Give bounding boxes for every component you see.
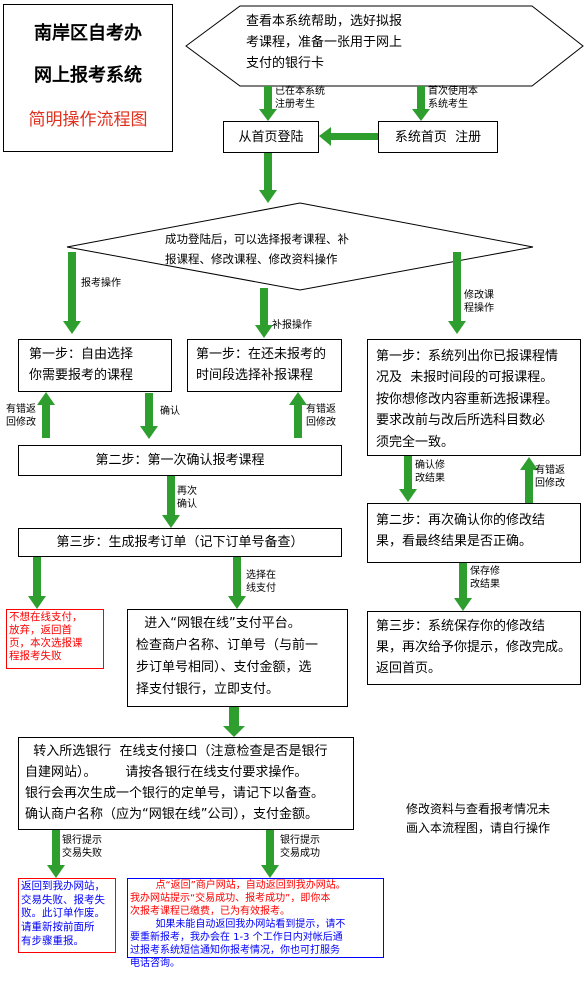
- step1-left-box: 第一步：自由选择 你需要报考的课程: [18, 339, 172, 392]
- login-box: 从首页登陆: [223, 121, 319, 153]
- no-pay-text: 不想在线支付， 放弃，返回首 页，本次选报课 程报考失败: [9, 611, 83, 663]
- step1-mid-text: 第一步：在还未报考的 时间段选择补报课程: [196, 347, 327, 383]
- bank-interface-text: 转入所选银行 在线支付接口（注意检查是否是银行 自建网站）。 请按各银行在线支付…: [25, 744, 328, 823]
- register-text: 系统首页 注册: [394, 130, 482, 145]
- arrow-head-bank-ok: [261, 865, 279, 878]
- step3-right-text: 第三步：系统保存你的修改结 果，再次给予你提示，修改完成。 返回首页。: [376, 619, 572, 676]
- step3-left-box: 第三步：生成报考订单（记下订单号备查）: [18, 528, 342, 557]
- pay-platform-box: 进入“网银在线”支付平台。 检查商户名称、订单号（与前一 步订单号相同）、支付金…: [127, 609, 348, 707]
- label-confirm-mod: 确认修 改结果: [415, 460, 445, 484]
- arrow-head-buibao: [255, 325, 273, 338]
- arrow-err-left: [42, 404, 50, 438]
- arrow-to-bank: [229, 707, 239, 727]
- login-text: 从首页登陆: [238, 130, 304, 145]
- arrow-head-save-mod: [454, 598, 472, 611]
- arrow-confirm: [145, 393, 153, 427]
- mid-diamond-text: 成功登陆后，可以选择报考课程、补 报课程、修改课程、修改资料操作: [165, 232, 349, 266]
- step2-right-box: 第二步：再次确认你的修改结 果，看最终结果是否正确。: [367, 503, 581, 563]
- arrow-head-xiugai: [448, 321, 466, 334]
- pay-platform-text: 进入“网银在线”支付平台。 检查商户名称、订单号（与前一 步订单号相同）、支付金…: [136, 616, 319, 698]
- arrow-confirm-mod: [404, 456, 412, 490]
- arrow-online-pay: [233, 557, 241, 597]
- arrow-head-err-right: [520, 457, 538, 470]
- step2-left-box: 第二步：第一次确认报考课程: [18, 445, 342, 476]
- top-diamond-text: 查看本系统帮助，选好拟报 考课程，准备一张用于网上 支付的银行卡: [246, 14, 403, 71]
- arrow-head-login: [259, 109, 277, 121]
- label-err-right: 有错返 回修改: [535, 465, 565, 489]
- fail-box: 返回到我办网站， 交易失败、报考失 败。此订单作废。 请重新按前面所 有步骤重报…: [18, 878, 116, 953]
- arrow-xiugai: [453, 252, 461, 322]
- arrow-head-bank: [223, 726, 245, 737]
- label-registered: 已在本系统 注册考生: [275, 86, 325, 110]
- arrow-buibao: [260, 288, 268, 326]
- label-bank-ok: 银行提示 交易成功: [280, 835, 320, 859]
- label-baokao: 报考操作: [81, 278, 121, 289]
- note-text: 修改资料与查看报考情况未 画入本流程图，请自行操作: [406, 802, 551, 835]
- label-bank-fail: 银行提示 交易失败: [62, 835, 102, 859]
- arrow-baokao: [68, 252, 76, 322]
- arrow-err-mid: [294, 404, 302, 438]
- arrow-head-register: [412, 109, 430, 121]
- step3-right-box: 第三步：系统保存你的修改结 果，再次给予你提示，修改完成。 返回首页。: [367, 611, 581, 685]
- arrow-bank-fail: [52, 830, 60, 866]
- label-first-time: 首次使用本 系统考生: [428, 86, 478, 110]
- arrow-head-bank-fail: [47, 865, 65, 878]
- arrow-to-login: [264, 86, 272, 110]
- arrow-head-no-pay: [28, 596, 46, 609]
- arrow-head-register-login: [319, 127, 331, 146]
- step2-right-text: 第二步：再次确认你的修改结 果，看最终结果是否正确。: [376, 513, 546, 549]
- arrow-head-err-mid: [289, 392, 307, 405]
- label-err-mid: 有错返 回修改: [306, 404, 336, 428]
- success-text-1: 点“返回”商户网站，自动返回到我办网站。 我办网站提示“交易成功、报考成功”，即…: [130, 880, 346, 917]
- step3-left-text: 第三步：生成报考订单（记下订单号备查）: [56, 535, 304, 550]
- top-diamond-shape: [185, 5, 584, 87]
- success-box: 点“返回”商户网站，自动返回到我办网站。 我办网站提示“交易成功、报考成功”，即…: [127, 878, 384, 969]
- title-line-1: 南岸区自考办: [34, 23, 142, 44]
- arrow-head-confirm-mod: [399, 489, 417, 502]
- fail-text: 返回到我办网站， 交易失败、报考失 败。此订单作废。 请重新按前面所 有步骤重报…: [21, 880, 105, 947]
- arrow-login-to-menu: [264, 153, 272, 191]
- arrow-head-again: [162, 515, 180, 528]
- step1-mid-box: 第一步：在还未报考的 时间段选择补报课程: [187, 339, 342, 392]
- label-xiugai: 修改课 程操作: [464, 290, 494, 314]
- label-again-confirm: 再次 确认: [177, 486, 197, 510]
- title-line-3: 简明操作流程图: [28, 110, 148, 130]
- arrow-head-menu: [259, 190, 277, 203]
- label-confirm: 确认: [160, 406, 180, 417]
- arrow-register-to-login: [330, 133, 378, 140]
- register-box: 系统首页 注册: [378, 121, 498, 153]
- label-online-pay: 选择在 线支付: [246, 570, 276, 594]
- arrow-head-baokao: [63, 321, 81, 334]
- arrow-again-confirm: [167, 476, 175, 516]
- arrow-head-confirm: [140, 426, 158, 439]
- step1-left-text: 第一步：自由选择 你需要报考的课程: [29, 347, 134, 383]
- label-buibao: 补报操作: [272, 320, 312, 331]
- title-box: 南岸区自考办 网上报考系统 简明操作流程图: [3, 4, 173, 152]
- arrow-save-mod: [459, 563, 467, 599]
- arrow-head-err-left: [37, 392, 55, 405]
- label-err-left: 有错返 回修改: [6, 404, 36, 428]
- step1-right-box: 第一步：系统列出你已报课程情 况及 未报时间段的可报课程。 按你想修改内容重新选…: [367, 339, 581, 456]
- label-save-mod: 保存修 改结果: [470, 566, 500, 590]
- arrow-no-pay: [33, 557, 41, 597]
- arrow-head-online-pay: [228, 596, 246, 609]
- title-line-2: 网上报考系统: [34, 65, 142, 86]
- arrow-to-register: [417, 86, 425, 110]
- mid-diamond-shape: [66, 202, 534, 291]
- step1-right-text: 第一步：系统列出你已报课程情 况及 未报时间段的可报课程。 按你想修改内容重新选…: [376, 349, 559, 450]
- success-text-2: 如果未能自动返回我办网站看到提示，请不 要重新报考，我办会在 1-3 个工作日内…: [130, 919, 346, 969]
- arrow-bank-ok: [266, 830, 274, 866]
- step2-left-text: 第二步：第一次确认报考课程: [95, 453, 265, 468]
- bank-interface-box: 转入所选银行 在线支付接口（注意检查是否是银行 自建网站）。 请按各银行在线支付…: [18, 737, 354, 830]
- arrow-err-right: [525, 469, 533, 503]
- no-pay-box: 不想在线支付， 放弃，返回首 页，本次选报课 程报考失败: [6, 609, 104, 669]
